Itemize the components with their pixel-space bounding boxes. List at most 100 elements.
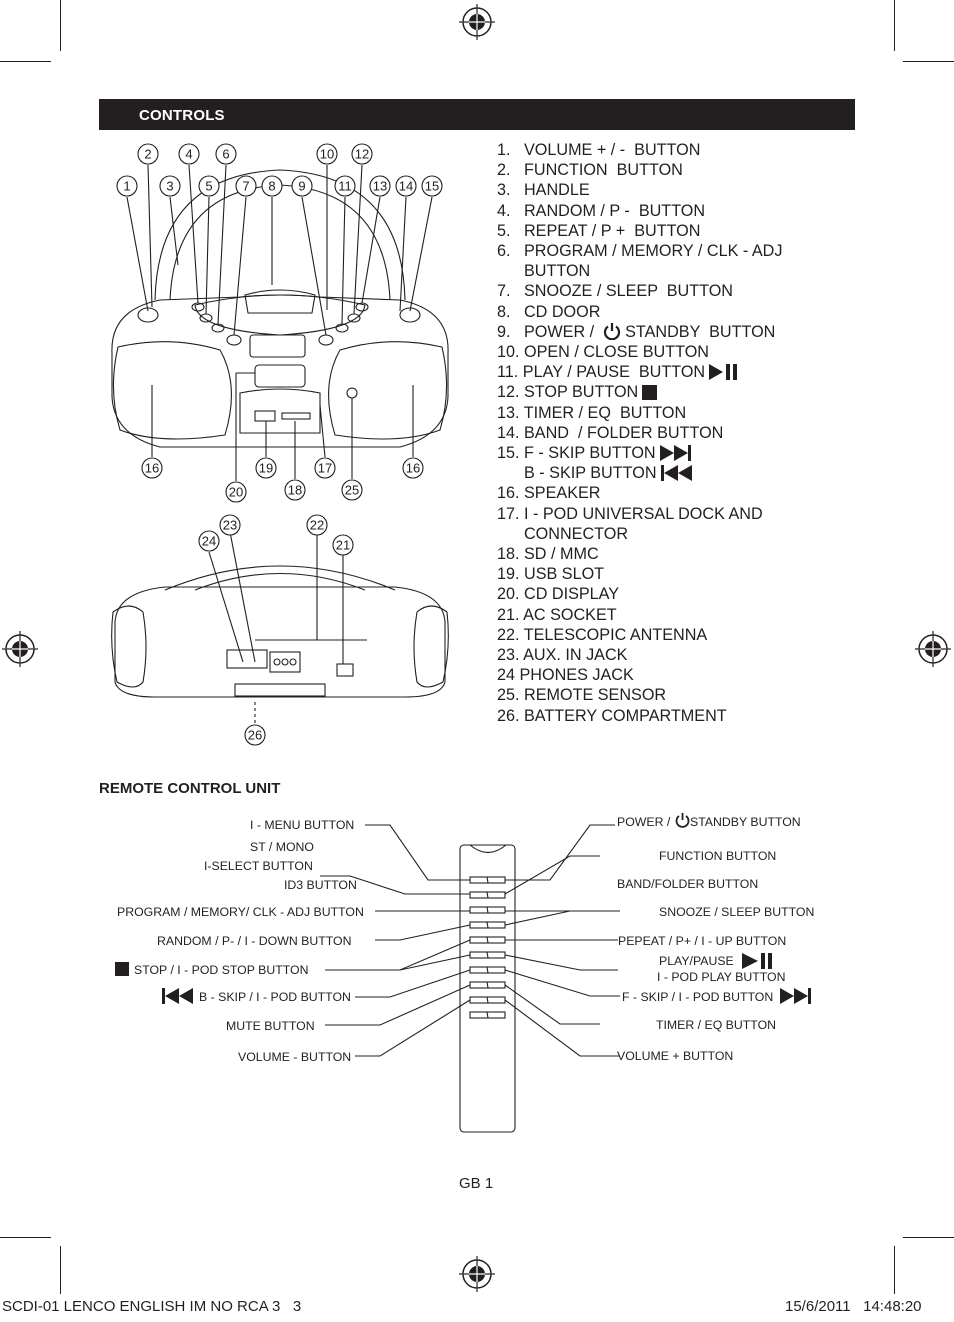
remote-label-volume-plus: VOLUME + BUTTON — [617, 1049, 734, 1063]
callout-number: 24 — [202, 534, 216, 549]
control-item: 1. VOLUME + / - BUTTON — [497, 140, 857, 160]
callout-number: 6 — [222, 147, 229, 162]
control-item: 17. I - POD UNIVERSAL DOCK AND — [497, 504, 857, 524]
control-label: 16. SPEAKER — [497, 484, 601, 503]
control-item: 10. OPEN / CLOSE BUTTON — [497, 342, 857, 362]
remote-diagram — [320, 824, 620, 1133]
control-label: 10. OPEN / CLOSE BUTTON — [497, 343, 709, 362]
control-label-suffix: STANDBY BUTTON — [620, 322, 776, 341]
callout-number: 22 — [310, 518, 324, 533]
callout-number: 14 — [399, 179, 413, 194]
control-label: 25. REMOTE SENSOR — [497, 686, 667, 705]
callout-number: 21 — [336, 538, 350, 553]
callout-number: 23 — [223, 518, 237, 533]
control-item: 9. POWER / STANDBY BUTTON — [497, 322, 857, 342]
crop-mark — [0, 1237, 51, 1238]
control-item: 24 PHONES JACK — [497, 665, 857, 685]
footer-right: 15/6/2011 14:48:20 — [785, 1298, 922, 1315]
remote-title: REMOTE CONTROL UNIT — [99, 780, 281, 797]
control-label: 24 PHONES JACK — [497, 666, 634, 685]
control-item: 16. SPEAKER — [497, 483, 857, 503]
registration-mark-icon — [459, 1256, 495, 1292]
remote-label-menu: I - MENU BUTTON — [250, 818, 355, 832]
control-label: 8. CD DOOR — [497, 302, 601, 321]
callout-number: 5 — [205, 179, 212, 194]
control-label: 19. USB SLOT — [497, 565, 605, 584]
skip-forward-icon — [780, 988, 811, 1004]
crop-mark — [903, 61, 954, 62]
control-item: CONNECTOR — [497, 524, 857, 544]
control-label: CONNECTOR — [497, 524, 629, 543]
control-label: 21. AC SOCKET — [497, 605, 617, 624]
control-item: 8. CD DOOR — [497, 302, 857, 322]
footer-left: SCDI-01 LENCO ENGLISH IM NO RCA 3 3 — [2, 1298, 302, 1315]
callout-number: 26 — [248, 728, 262, 743]
control-label: 4. RANDOM / P - BUTTON — [497, 201, 706, 220]
control-label: 9. POWER / — [497, 322, 599, 341]
remote-label-fskip: F - SKIP / I - POD BUTTON — [622, 990, 774, 1004]
callout-number: 3 — [166, 179, 173, 194]
remote-label-mute: MUTE BUTTON — [226, 1019, 315, 1033]
skip-forward-icon — [659, 445, 691, 462]
control-item: 15. F - SKIP BUTTON — [497, 443, 857, 463]
callout-number: 8 — [268, 179, 275, 194]
callout-number: 2 — [144, 147, 151, 162]
power-icon — [603, 322, 620, 340]
control-item: 22. TELESCOPIC ANTENNA — [497, 625, 857, 645]
registration-mark-icon — [459, 4, 495, 40]
section-header-bar: CONTROLS — [99, 99, 855, 130]
remote-label-band: BAND/FOLDER BUTTON — [617, 877, 759, 891]
callout-number: 1 — [123, 179, 130, 194]
remote-label-id3: ID3 BUTTON — [284, 878, 357, 892]
control-item: 13. TIMER / EQ BUTTON — [497, 403, 857, 423]
remote-label-program: PROGRAM / MEMORY/ CLK - ADJ BUTTON — [117, 905, 364, 919]
control-item: 18. SD / MMC — [497, 544, 857, 564]
control-label: 3. HANDLE — [497, 181, 590, 200]
control-item: 12. STOP BUTTON — [497, 382, 857, 402]
control-label: 14. BAND / FOLDER BUTTON — [497, 423, 724, 442]
control-item: 14. BAND / FOLDER BUTTON — [497, 423, 857, 443]
remote-label-timer: TIMER / EQ BUTTON — [656, 1018, 777, 1032]
play-pause-icon — [709, 364, 738, 381]
control-label: 2. FUNCTION BUTTON — [497, 161, 683, 180]
crop-mark — [894, 1246, 895, 1294]
callout-number: 7 — [242, 179, 249, 194]
control-item: 26. BATTERY COMPARTMENT — [497, 706, 857, 726]
remote-label-volume-minus: VOLUME - BUTTON — [238, 1050, 352, 1064]
control-label: 22. TELESCOPIC ANTENNA — [497, 625, 708, 644]
control-item: 23. AUX. IN JACK — [497, 645, 857, 665]
back-view-diagram: 21 22 23 24 26 — [111, 514, 449, 746]
control-item: 19. USB SLOT — [497, 564, 857, 584]
skip-back-icon — [162, 988, 193, 1004]
crop-mark — [903, 1237, 954, 1238]
callout-number: 16 — [406, 461, 420, 476]
callout-number: 18 — [288, 483, 302, 498]
callout-number: 4 — [185, 147, 192, 162]
crop-mark — [60, 1246, 61, 1294]
control-item: 25. REMOTE SENSOR — [497, 685, 857, 705]
callout-number: 10 — [320, 147, 334, 162]
remote-label-ipod-play: I - POD PLAY BUTTON — [657, 970, 786, 984]
skip-back-icon — [660, 465, 692, 482]
control-label: 6. PROGRAM / MEMORY / CLK - ADJ — [497, 242, 783, 261]
remote-label-repeat: PEPEAT / P+ / I - UP BUTTON — [618, 934, 787, 948]
control-label: 18. SD / MMC — [497, 545, 599, 564]
remote-label-st-mono: ST / MONO — [250, 840, 314, 854]
control-label: 13. TIMER / EQ BUTTON — [497, 403, 687, 422]
crop-mark — [60, 0, 61, 51]
control-label: BUTTON — [497, 262, 591, 281]
remote-label-snooze: SNOOZE / SLEEP BUTTON — [659, 905, 815, 919]
registration-mark-icon — [915, 631, 951, 667]
remote-label-power: POWER / — [617, 815, 671, 829]
control-label: 7. SNOOZE / SLEEP BUTTON — [497, 282, 733, 301]
remote-label-standby: STANDBY BUTTON — [690, 815, 801, 829]
remote-label-stop: STOP / I - POD STOP BUTTON — [134, 963, 309, 977]
registration-mark-icon — [2, 631, 38, 667]
control-item: 6. PROGRAM / MEMORY / CLK - ADJ — [497, 241, 857, 261]
control-item: BUTTON — [497, 261, 857, 281]
remote-label-random: RANDOM / P- / I - DOWN BUTTON — [157, 934, 352, 948]
control-label: 17. I - POD UNIVERSAL DOCK AND — [497, 504, 763, 523]
callout-number: 11 — [338, 179, 352, 194]
stop-icon — [115, 962, 129, 976]
